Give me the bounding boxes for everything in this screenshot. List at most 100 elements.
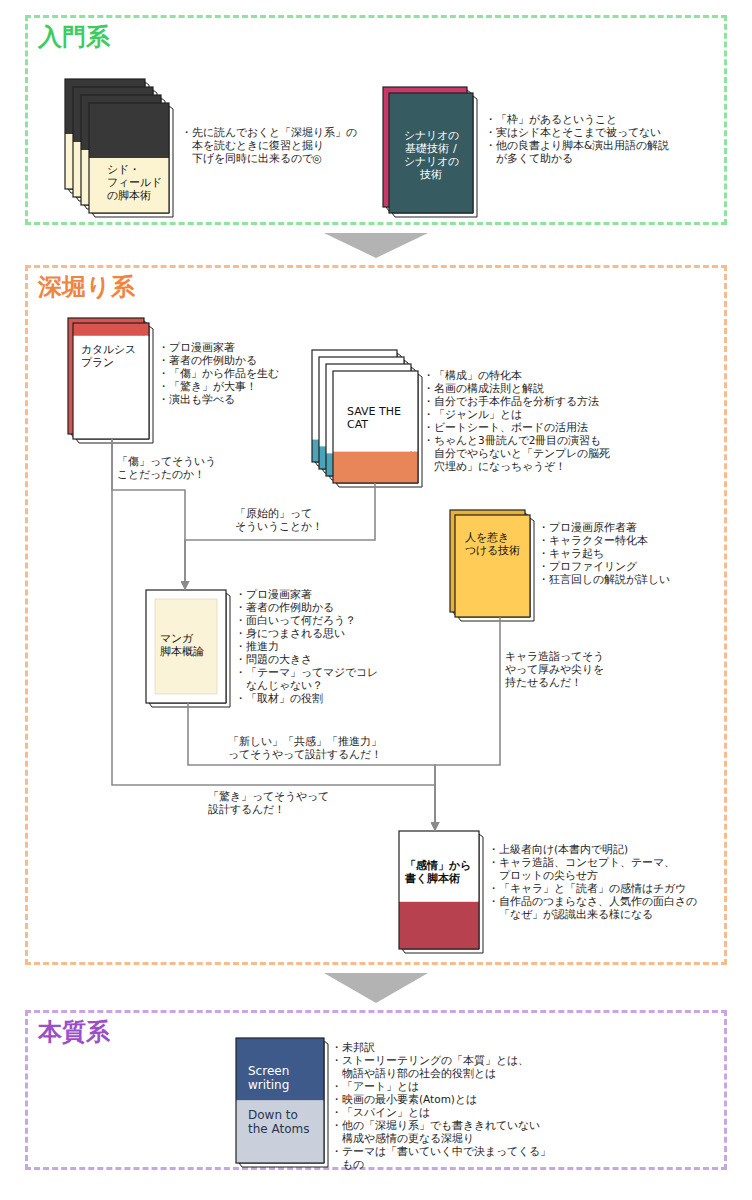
book-illustration xyxy=(399,831,479,949)
bullet-note: ・面白いって何だろう？ xyxy=(235,614,405,627)
cover-outline xyxy=(89,103,169,213)
cover-band xyxy=(455,515,530,617)
bullet-note: ・著者の作例助かる xyxy=(235,601,405,614)
flow-arrow xyxy=(188,703,435,831)
book-cover xyxy=(399,831,483,953)
book-illustration xyxy=(455,515,530,617)
book-cover xyxy=(333,371,422,487)
edge-label: 「原始的」って そういうことか！ xyxy=(235,507,330,533)
section-title: 本質系 xyxy=(38,1017,110,1047)
flow-arrow xyxy=(112,439,435,831)
bullet-note: ・キャラクター特化本 xyxy=(538,534,688,547)
bullet-note: ・上級者向け(本書内で明記) xyxy=(488,843,713,856)
bullet-list: ・「枠」があるということ・実はシド本とそこまで被ってない・他の良書より脚本&演出… xyxy=(485,113,685,165)
book-node: シナリオの 基礎技術 / シナリオの 技術・「枠」があるということ・実はシド本と… xyxy=(389,93,473,213)
bullet-note: ・他の「深堀り系」でも書ききれていない 構成や感情の更なる深堀り xyxy=(331,1119,571,1145)
cover-outline xyxy=(146,590,226,703)
section-arrow xyxy=(324,973,428,1003)
bullet-note: ・「枠」があるということ xyxy=(485,113,685,126)
bullet-note: ・著者の作例助かる xyxy=(158,354,308,367)
flow-arrow xyxy=(185,483,375,590)
bullet-note: ・問題の大きさ xyxy=(235,653,405,666)
cover-band xyxy=(333,371,418,452)
bullet-note: ・「取材」の役割 xyxy=(235,692,405,705)
book-illustration xyxy=(333,371,418,483)
section-band: 本質系 Screen writingDown to the Atoms ・未邦訳・ス… xyxy=(25,1010,727,1170)
edge-label: 「傷」ってそういう ことだったのか！ xyxy=(117,455,222,481)
bullet-note: ・プロファイリング xyxy=(538,560,688,573)
cover-outline xyxy=(455,515,530,617)
book-cover xyxy=(236,1038,328,1167)
book-illustration xyxy=(73,323,149,439)
bullet-note: ・プロ漫画原作者著 xyxy=(538,521,688,534)
book-title: 人を惹き つける技術 xyxy=(465,531,523,557)
book-cover xyxy=(89,103,173,217)
bullet-note: ・キャラ造詣、コンセプト、テーマ、 プロットの尖らせ方 xyxy=(488,856,713,882)
book-title: カタルシス プラン xyxy=(81,343,143,369)
cover-band xyxy=(236,1101,324,1164)
bullet-note: ・「キャラ」と「読者」の感情はチガウ xyxy=(488,882,713,895)
bullet-note: ・ストーリーテリングの「本質」とは、 物語や語り部の社会的役割とは xyxy=(331,1054,571,1080)
bullet-note: ・キャラ起ち xyxy=(538,547,688,560)
section-band: 入門系シド・ フィールド の脚本術・先に読んでおくと「深堀り系」の 本を読むとき… xyxy=(25,15,727,225)
cover-band xyxy=(73,336,149,439)
bullet-note: ・演出も学べる xyxy=(158,393,308,406)
bullet-list: ・未邦訳・ストーリーテリングの「本質」とは、 物語や語り部の社会的役割とは・「ア… xyxy=(331,1041,571,1171)
book-node: シド・ フィールド の脚本術・先に読んでおくと「深堀り系」の 本を読むときに復習… xyxy=(89,103,169,213)
book-title: Screen writing xyxy=(248,1064,314,1092)
section-title: 入門系 xyxy=(38,22,110,52)
book-node: カタルシス プラン・プロ漫画家著・著者の作例助かる・「傷」から作品を生む・「驚き… xyxy=(73,323,149,439)
cover-outline xyxy=(236,1038,324,1163)
cover-band xyxy=(399,902,479,949)
cover-outline xyxy=(333,371,418,483)
flow-arrow xyxy=(112,439,185,590)
book-title: Down to the Atoms xyxy=(248,1108,314,1136)
book-title: シド・ フィールド の脚本術 xyxy=(107,163,167,202)
cover-band xyxy=(389,93,473,213)
cover-outline xyxy=(389,93,473,213)
section-band: 深堀り系カタルシス プラン・プロ漫画家著・著者の作例助かる・「傷」から作品を生む… xyxy=(25,265,727,965)
book-cover xyxy=(73,323,153,443)
bullet-note: ・推進力 xyxy=(235,640,405,653)
bullet-list: ・先に読んでおくと「深堀り系」の 本を読むときに復習と掘り 下げを同時に出来るの… xyxy=(181,126,376,165)
bullet-note: ・名画の構成法則と解説 xyxy=(423,382,623,395)
bullet-note: ・「スパイン」とは xyxy=(331,1106,571,1119)
bullet-note: ・身につまされる思い xyxy=(235,627,405,640)
edge-label: 「驚き」ってそうやって 設計するんだ！ xyxy=(208,790,336,816)
cover-outline xyxy=(399,831,479,949)
book-title: マンガ 脚本概論 xyxy=(160,632,212,658)
bullet-note: ・自分でお手本作品を分析する方法 xyxy=(423,395,623,408)
bullet-note: ・他の良書より脚本&演出用語の解説 が多くて助かる xyxy=(485,139,685,165)
book-cover xyxy=(389,93,477,217)
bullet-note: ・プロ漫画家著 xyxy=(235,588,405,601)
book-title: シナリオの 基礎技術 / シナリオの 技術 xyxy=(397,129,465,181)
cover-outline xyxy=(73,323,149,439)
bullet-note: ・「アート」とは xyxy=(331,1080,571,1093)
bullet-note: ・未邦訳 xyxy=(331,1041,571,1054)
bullet-note: ・プロ漫画家著 xyxy=(158,341,308,354)
bullet-note: ・ビートシート、ボードの活用法 xyxy=(423,421,623,434)
book-cover xyxy=(455,515,534,621)
book-node: マンガ 脚本概論・プロ漫画家著・著者の作例助かる・面白いって何だろう？・身につま… xyxy=(146,590,226,703)
bullet-note: ・「傷」から作品を生む xyxy=(158,367,308,380)
bullet-note: ・テーマは「書いていく中で決まってくる」もの xyxy=(331,1145,571,1171)
book-title: SAVE THE CAT xyxy=(347,405,409,431)
bullet-list: ・プロ漫画原作者著・キャラクター特化本・キャラ起ち・プロファイリング・狂言回しの… xyxy=(538,521,688,586)
cover-band xyxy=(146,590,226,703)
flow-arrow xyxy=(435,617,500,831)
cover-band xyxy=(89,103,169,158)
book-node: SAVE THE CAT・「構成」の特化本・名画の構成法則と解説・自分でお手本作… xyxy=(333,371,418,483)
book-node: 人を惹き つける技術・プロ漫画原作者著・キャラクター特化本・キャラ起ち・プロファ… xyxy=(455,515,530,617)
bullet-list: ・プロ漫画家著・著者の作例助かる・「傷」から作品を生む・「驚き」が大事！・演出も… xyxy=(158,341,308,406)
bullet-note: ・狂言回しの解説が詳しい xyxy=(538,573,688,586)
book-node: 「感情」から 書く脚本術・上級者向け(本書内で明記)・キャラ造詣、コンセプト、テ… xyxy=(399,831,479,949)
book-cover xyxy=(146,590,230,707)
page-edge xyxy=(71,321,148,438)
bullet-note: ・映画の最小要素(Atom)とは xyxy=(331,1093,571,1106)
edge-label: 「新しい」「共感」「推進力」 ってそうやって設計するんだ！ xyxy=(228,735,390,761)
bullet-note: ・「構成」の特化本 xyxy=(423,369,623,382)
book-illustration xyxy=(236,1038,324,1163)
bullet-note: ・ちゃんと3冊読んで2冊目の演習も 自分でやらないと「テンプレの脳死 穴埋め」に… xyxy=(423,434,623,473)
bullet-note: ・「テーマ」ってマジでコレ なんじゃない？ xyxy=(235,666,405,692)
